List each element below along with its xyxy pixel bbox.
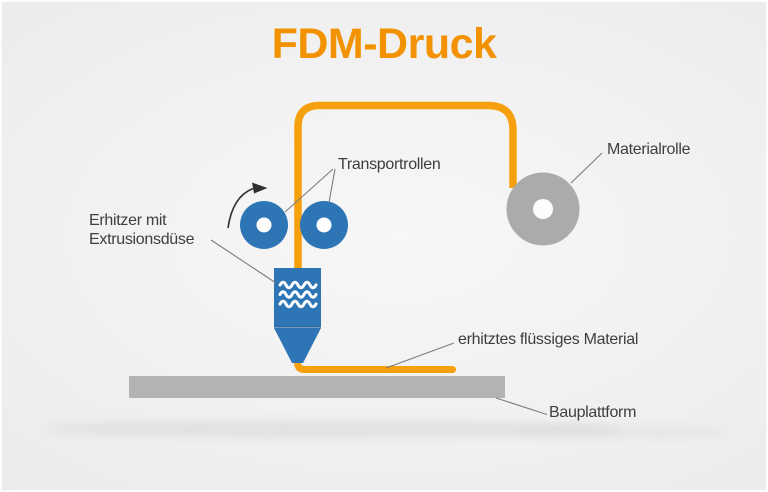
leader-line-transport-right (328, 168, 336, 203)
leader-line-transport-left (284, 168, 334, 213)
heat-wave-icon (278, 280, 318, 290)
extruded-material-line (294, 354, 456, 373)
leader-line-heater (210, 239, 277, 284)
filament-path (294, 101, 517, 274)
material-roll-hole (533, 199, 553, 219)
transport-roller-right-hole (316, 217, 332, 233)
page-title: FDM-Druck (271, 20, 497, 68)
heat-wave-icon (278, 290, 318, 299)
extrusion-nozzle-cone (274, 328, 321, 363)
label-heater-extrusion-nozzle: Erhitzer mit Extrusionsdüse (89, 212, 195, 249)
label-heater-line1: Erhitzer mit (89, 212, 167, 229)
heat-wave-icon (278, 299, 318, 309)
transport-roller-left-hole (256, 217, 272, 233)
build-platform (129, 376, 505, 398)
label-material-roll: Materialrolle (607, 141, 691, 158)
rotation-arrow-icon (227, 187, 254, 229)
platform-shadow (42, 420, 622, 438)
leader-line-build-platform (495, 397, 548, 416)
label-transport-rollers: Transportrollen (338, 156, 441, 173)
platform-shadow-right (512, 425, 732, 439)
label-heater-line2: Extrusionsdüse (89, 230, 195, 248)
rotation-arrow-head-icon (252, 182, 268, 194)
leader-line-material-roll (570, 152, 603, 184)
leader-line-molten-material (385, 342, 455, 369)
label-build-platform: Bauplattform (549, 404, 637, 421)
label-molten-material: erhitztes flüssiges Material (458, 331, 639, 348)
